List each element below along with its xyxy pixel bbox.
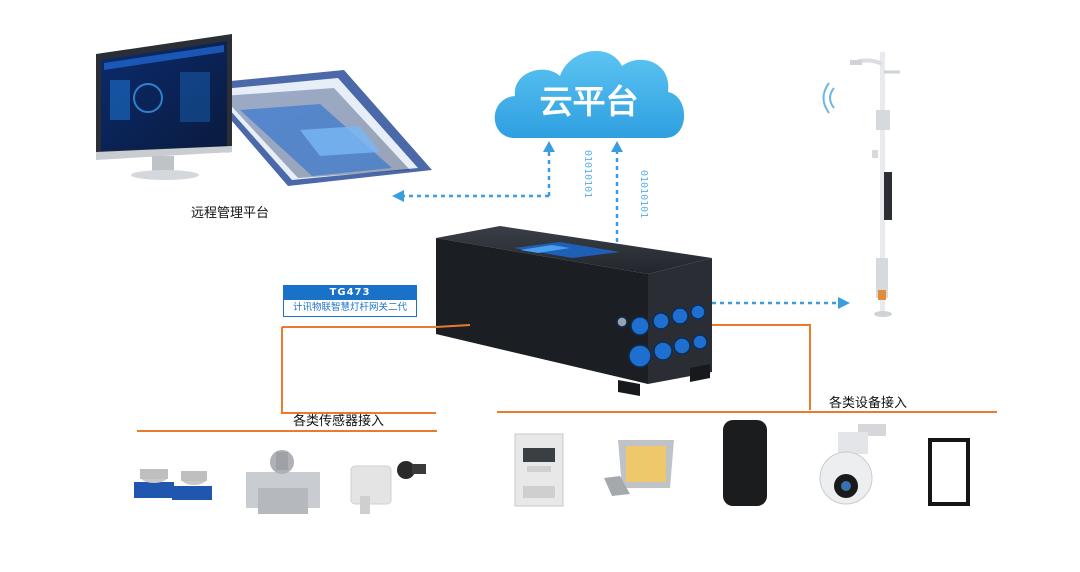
gateway-device [436, 226, 712, 396]
stacked-screens [200, 70, 432, 186]
load-cell-sensor [246, 450, 320, 514]
display-panel [928, 438, 970, 506]
floodlight [604, 440, 674, 496]
gateway-name: 计讯物联智慧灯杆网关二代 [292, 302, 407, 313]
electricity-meter [514, 433, 564, 507]
cloud-label: 云平台 [540, 82, 639, 121]
data-stream-right: 01010101 [638, 170, 649, 218]
smart-light-pole [822, 52, 900, 317]
cloud-platform: 云平台 [494, 51, 685, 138]
gateway-link-right [712, 324, 811, 410]
bus-lines [137, 324, 997, 432]
remote-platform-label: 远程管理平台 [191, 206, 270, 221]
ports [616, 304, 708, 368]
sensor-items [134, 450, 426, 514]
dome-camera [819, 424, 886, 505]
remote-monitor [96, 34, 432, 186]
data-stream-left: 01010101 [582, 150, 593, 198]
device-items [514, 420, 970, 507]
devices-label: 各类设备接入 [829, 396, 908, 411]
gateway-model: TG473 [284, 286, 416, 300]
data-flow-arrows [402, 150, 840, 305]
gas-sensor-1 [134, 469, 174, 498]
sensors-label: 各类传感器接入 [293, 414, 385, 429]
wifi-icon [822, 82, 835, 114]
speaker [723, 420, 767, 506]
duct-temperature-sensor [350, 461, 426, 514]
sensor-bus-line [281, 327, 436, 414]
data-stream: 01010101 01010101 [582, 150, 649, 218]
gateway-tag: TG473 计讯物联智慧灯杆网关二代 [283, 285, 417, 317]
arrow-heads [392, 141, 850, 309]
gas-sensor-2 [172, 471, 212, 500]
gateway-link-left [282, 324, 471, 328]
